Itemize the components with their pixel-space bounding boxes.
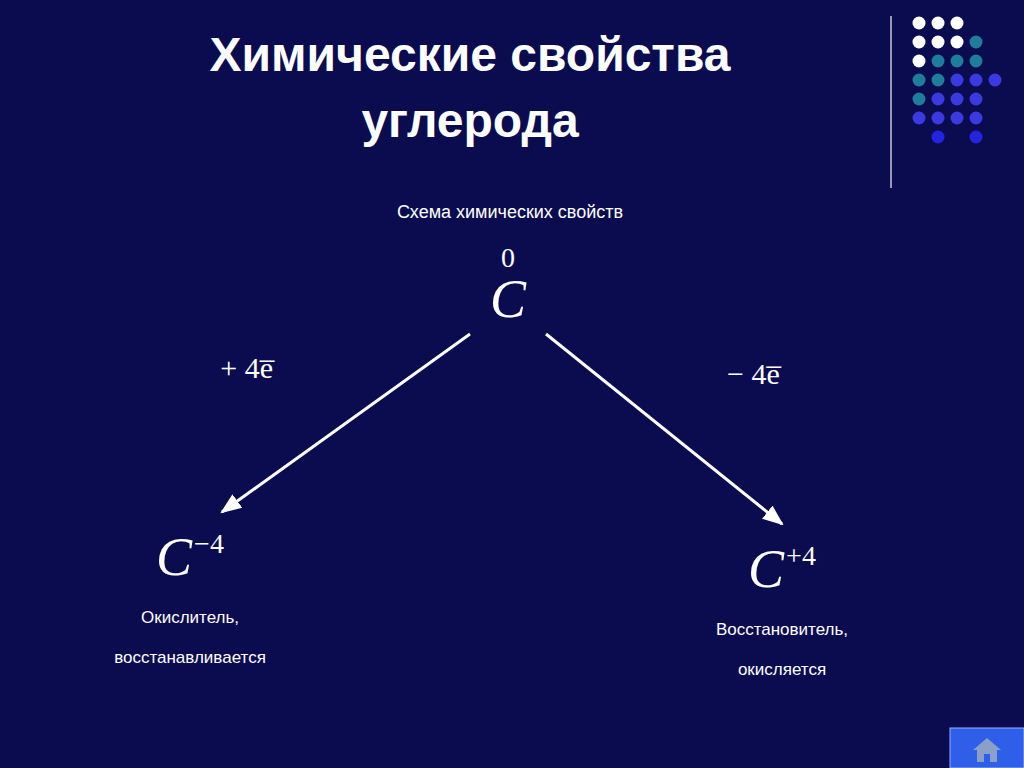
symbol-row: C+4: [677, 542, 887, 596]
dot: [951, 36, 964, 49]
dot: [913, 112, 926, 125]
dot: [951, 93, 964, 106]
electron-label: − 4e̅: [724, 357, 783, 391]
dot: [970, 131, 983, 144]
dot: [932, 17, 945, 30]
dot: [932, 93, 945, 106]
species-node: 0C: [448, 244, 568, 326]
symbol-row: C: [448, 272, 568, 326]
arrow-connector: [546, 334, 782, 524]
divider-line: [890, 16, 892, 188]
role-text: Окислитель, восстанавливается: [75, 598, 305, 678]
electron-label: + 4e̅: [217, 351, 276, 385]
oxidation-state: +4: [786, 542, 816, 570]
element-symbol: C: [490, 272, 526, 326]
symbol-row: C−4: [75, 530, 305, 584]
diagram-subtitle: Схема химических свойств: [260, 202, 760, 223]
element-symbol: C: [156, 530, 192, 584]
slide-title: Химические свойства углерода: [100, 22, 840, 154]
dot: [913, 17, 926, 30]
dot: [951, 112, 964, 125]
dot: [932, 36, 945, 49]
dot: [932, 74, 945, 87]
dot: [951, 55, 964, 68]
oxidation-state: −4: [194, 530, 224, 558]
dot: [913, 36, 926, 49]
dot: [970, 36, 983, 49]
dot: [951, 74, 964, 87]
oxidation-state: 0: [448, 244, 568, 272]
dot: [970, 93, 983, 106]
dot: [989, 74, 1002, 87]
role-text: Восстановитель, окисляется: [677, 610, 887, 690]
home-button: [950, 728, 1024, 768]
dot: [951, 17, 964, 30]
dot: [913, 93, 926, 106]
species-node: C−4Окислитель, восстанавливается: [75, 530, 305, 678]
dot: [913, 55, 926, 68]
dot: [932, 55, 945, 68]
dot: [932, 112, 945, 125]
dot: [970, 55, 983, 68]
element-symbol: C: [748, 542, 784, 596]
dot: [932, 131, 945, 144]
dot: [970, 74, 983, 87]
dot-grid: [913, 17, 1002, 144]
dot: [913, 74, 926, 87]
dot: [970, 112, 983, 125]
species-node: C+4Восстановитель, окисляется: [677, 542, 887, 690]
